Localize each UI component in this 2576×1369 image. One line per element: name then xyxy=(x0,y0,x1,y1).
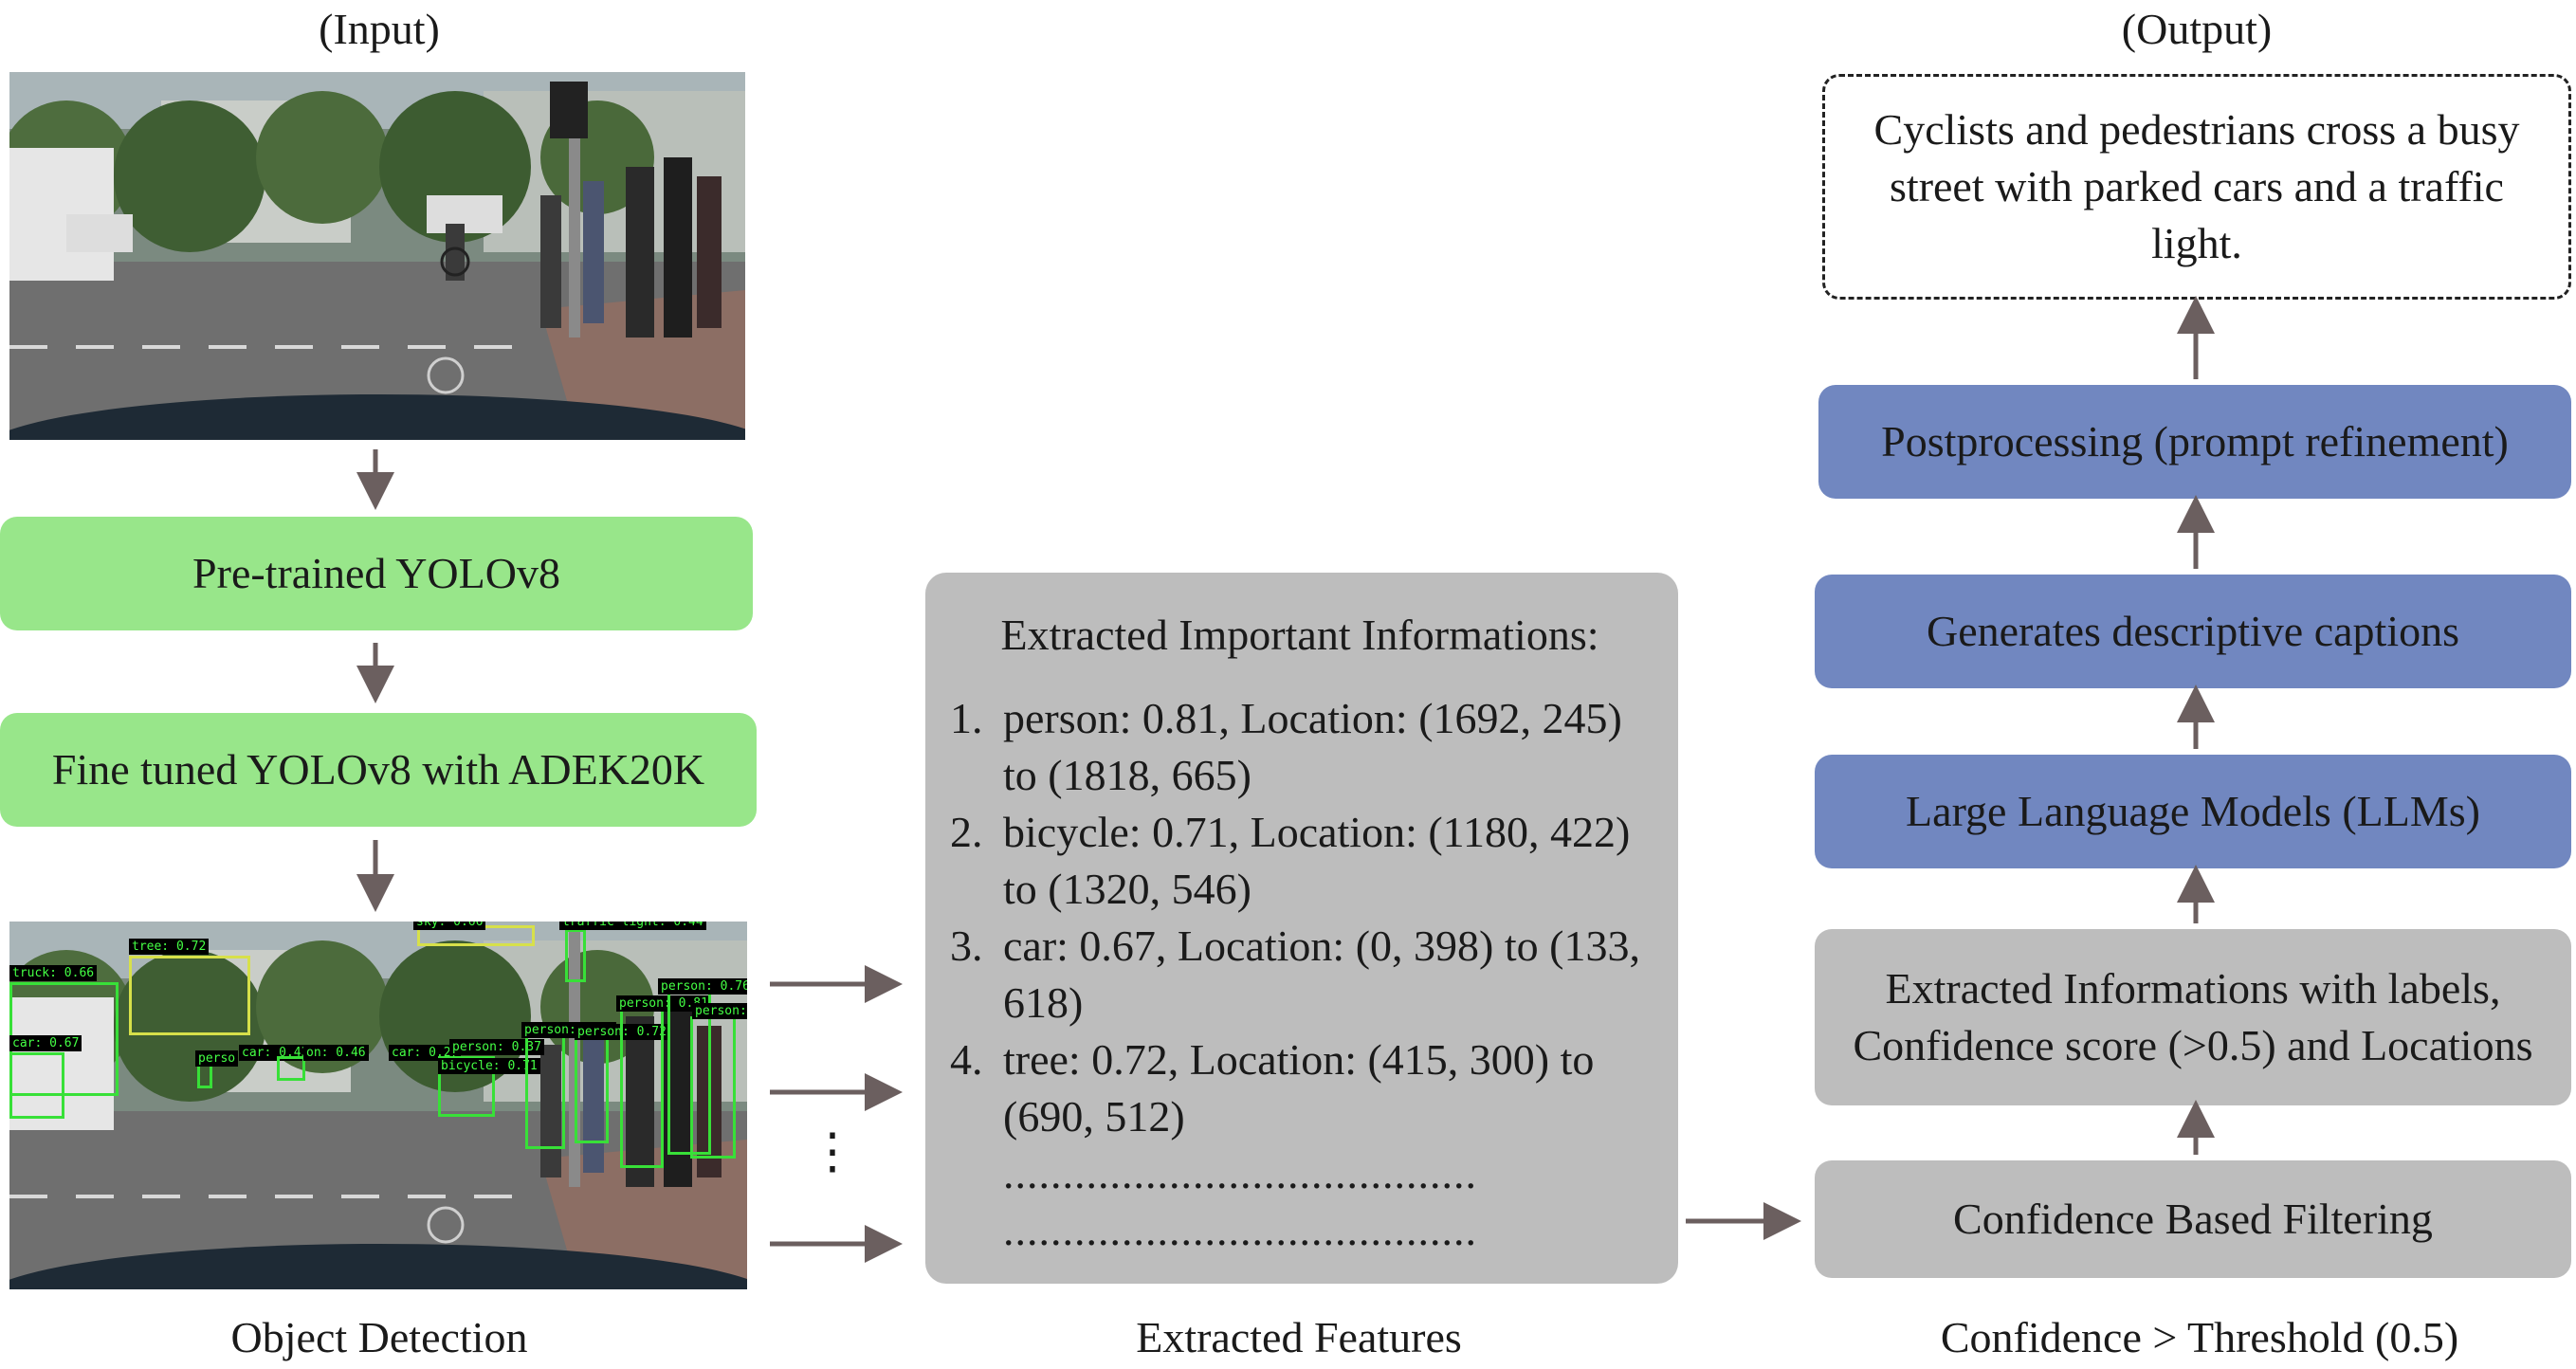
confidence-filtering-label: Confidence Based Filtering xyxy=(1953,1195,2433,1244)
det-tag: on: 0.46 xyxy=(303,1045,369,1061)
det-tag: traffic light: 0.44 xyxy=(559,922,706,930)
det-tag: bicycle: 0.71 xyxy=(438,1058,540,1074)
postprocessing-box: Postprocessing (prompt refinement) xyxy=(1818,385,2571,499)
feature-text: bicycle: 0.71, Location: (1180, 422) to … xyxy=(1003,808,1631,913)
extracted-features-label: Extracted Features xyxy=(1136,1313,1462,1361)
det-box-traffic-light xyxy=(565,929,586,982)
ellipsis-line-1: ........................................ xyxy=(1003,1149,1477,1197)
det-tag: person: 0.76 xyxy=(658,978,747,995)
feature-number: 3. xyxy=(950,922,983,970)
det-box-car-2 xyxy=(277,1056,305,1081)
confidence-filtering-box: Confidence Based Filtering xyxy=(1815,1160,2571,1278)
street-scene-detections xyxy=(9,922,747,1289)
vertical-ellipsis: ⋮ xyxy=(808,1125,857,1179)
feature-text: tree: 0.72, Location: (415, 300) to (690… xyxy=(1003,1035,1595,1141)
feature-text: person: 0.81, Location: (1692, 245) to (… xyxy=(1003,694,1622,799)
extracted-info-box: Extracted Informations with labels, Conf… xyxy=(1815,929,2571,1105)
input-image xyxy=(9,72,745,440)
det-box-car xyxy=(9,1052,64,1119)
street-scene-input xyxy=(9,72,745,440)
finetuned-yolo-label: Fine tuned YOLOv8 with ADEK20K xyxy=(51,745,705,794)
features-title: Extracted Important Informations: xyxy=(1000,611,1599,659)
output-caption-text: Cyclists and pedestrians cross a busy st… xyxy=(1873,105,2520,267)
feature-item: 1. person: 0.81, Location: (1692, 245) to… xyxy=(950,690,1650,804)
input-label: (Input) xyxy=(319,5,440,53)
det-tag: truck: 0.66 xyxy=(9,965,98,981)
det-tag: person: 0.53 xyxy=(692,1003,747,1019)
extracted-info-label: Extracted Informations with labels, Conf… xyxy=(1853,964,2533,1069)
detection-image: truck: 0.66 tree: 0.72 sky: 0.66 traffic… xyxy=(9,922,747,1289)
feature-item: 4. tree: 0.72, Location: (415, 300) to (6… xyxy=(950,1031,1650,1145)
captions-label: Generates descriptive captions xyxy=(1927,607,2459,656)
det-box-bicycle xyxy=(438,1056,495,1117)
det-tag: person: 0.81 xyxy=(616,995,711,1012)
object-detection-label: Object Detection xyxy=(230,1313,528,1361)
det-tag: sky: 0.66 xyxy=(413,922,486,930)
feature-number: 1. xyxy=(950,694,983,742)
ellipsis-line-2: ........................................ xyxy=(1003,1206,1477,1254)
feature-number: 4. xyxy=(950,1035,983,1084)
postprocessing-label: Postprocessing (prompt refinement) xyxy=(1881,417,2509,466)
feature-item: 3. car: 0.67, Location: (0, 398) to (133,… xyxy=(950,918,1650,1031)
det-tag: person: 0.37 xyxy=(449,1039,544,1055)
pretrained-yolo-box: Pre-trained YOLOv8 xyxy=(0,517,753,630)
feature-text: car: 0.67, Location: (0, 398) to (133, 6… xyxy=(1003,922,1640,1027)
det-box-tree xyxy=(129,956,250,1035)
extracted-features-box: Extracted Important Informations: 1. pers… xyxy=(925,573,1678,1284)
threshold-label: Confidence > Threshold (0.5) xyxy=(1940,1313,2459,1361)
llm-box: Large Language Models (LLMs) xyxy=(1815,755,2571,868)
feature-item: 2. bicycle: 0.71, Location: (1180, 422) t… xyxy=(950,804,1650,918)
output-label: (Output) xyxy=(2121,5,2273,53)
finetuned-yolo-box: Fine tuned YOLOv8 with ADEK20K xyxy=(0,713,757,827)
feature-number: 2. xyxy=(950,808,983,856)
features-list: 1. person: 0.81, Location: (1692, 245) to… xyxy=(950,690,1650,1145)
captions-box: Generates descriptive captions xyxy=(1815,575,2571,688)
det-tag: perso xyxy=(195,1050,239,1067)
llm-label: Large Language Models (LLMs) xyxy=(1906,787,2480,836)
det-tag: car: 0.67 xyxy=(9,1035,82,1051)
det-tag: tree: 0.72 xyxy=(129,939,210,955)
pretrained-yolo-label: Pre-trained YOLOv8 xyxy=(192,549,560,598)
